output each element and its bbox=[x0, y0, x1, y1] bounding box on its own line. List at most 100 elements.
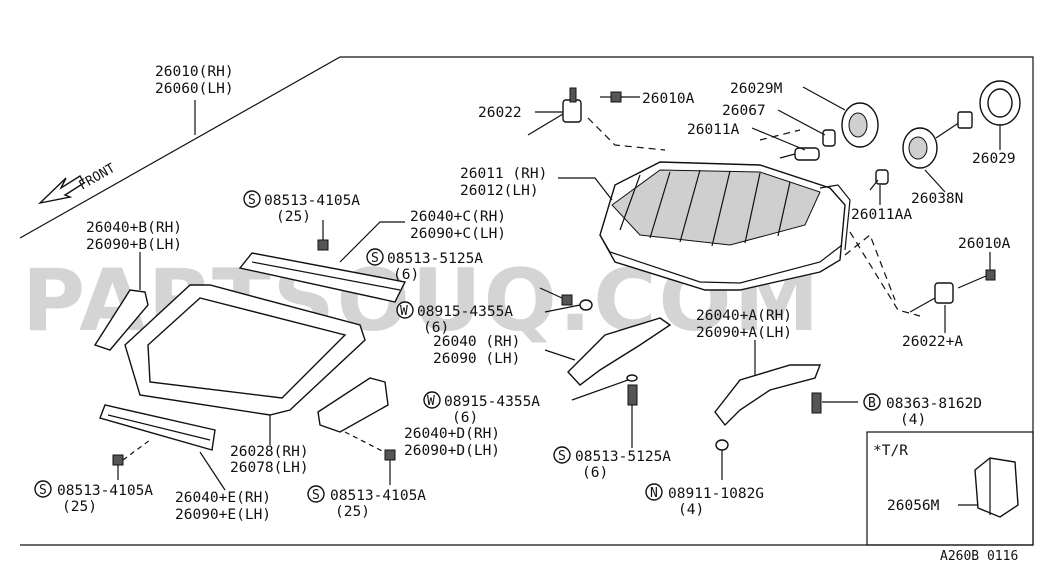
screw-bottom-left bbox=[112, 439, 151, 466]
label-w4355-bot-qty: (6) bbox=[452, 410, 478, 426]
label-26090e: 26090+E(LH) bbox=[175, 507, 271, 523]
label-26056m: 26056M bbox=[887, 498, 940, 514]
label-26029m: 26029M bbox=[730, 81, 783, 97]
guide-line bbox=[344, 431, 391, 456]
bolt-right bbox=[811, 392, 822, 414]
gasket-26028 bbox=[124, 284, 366, 416]
front-label: FRONT bbox=[77, 161, 119, 194]
diagram-code: A260B 0116 bbox=[940, 549, 1018, 564]
bracket-26040a bbox=[714, 364, 822, 427]
leader-26040c bbox=[339, 221, 405, 263]
bulb-26067 bbox=[822, 129, 836, 147]
leader-w4355-top bbox=[544, 304, 581, 313]
strip-26040c bbox=[238, 252, 407, 303]
label-26038n: 26038N bbox=[911, 191, 963, 207]
label-s5125-top: 08513-5125A bbox=[387, 251, 483, 267]
front-arrow-icon bbox=[37, 175, 85, 205]
label-26040: 26040 (RH) bbox=[433, 334, 520, 350]
socket-26038n bbox=[902, 111, 973, 169]
cap-26029 bbox=[979, 80, 1021, 126]
bracket-26040d bbox=[317, 377, 389, 433]
leader-26029m bbox=[802, 86, 846, 111]
bulb-26011aa bbox=[869, 169, 889, 191]
adjuster-26022 bbox=[527, 87, 582, 136]
label-26090b: 26090+B(LH) bbox=[86, 237, 182, 253]
w-mark-letter: W bbox=[427, 394, 435, 409]
label-26010a-right: 26010A bbox=[958, 236, 1011, 252]
screw-26010a bbox=[600, 91, 622, 103]
label-s4105-br-qty: (25) bbox=[335, 504, 370, 520]
s-mark-icon bbox=[243, 190, 261, 208]
s-mark-letter: S bbox=[39, 483, 47, 498]
label-s4105-top: 08513-4105A bbox=[264, 193, 360, 209]
label-b8162-qty: (4) bbox=[900, 412, 926, 428]
guide-line bbox=[759, 129, 801, 141]
label-26040c: 26040+C(RH) bbox=[410, 209, 506, 225]
label-26010a-top: 26010A bbox=[642, 91, 695, 107]
strip-26040e bbox=[99, 404, 216, 451]
leader-26040e bbox=[199, 451, 226, 491]
leader-26011a bbox=[751, 127, 806, 151]
bracket-26040 bbox=[567, 317, 672, 386]
b-mark-letter: B bbox=[868, 396, 876, 411]
label-26040e: 26040+E(RH) bbox=[175, 490, 271, 506]
s-mark-letter: S bbox=[248, 193, 256, 208]
label-26060: 26060(LH) bbox=[155, 81, 234, 97]
screw-center bbox=[561, 294, 593, 311]
label-s4105-bl: 08513-4105A bbox=[57, 483, 153, 499]
label-n1082: 08911-1082G bbox=[668, 486, 764, 502]
label-26090a: 26090+A(LH) bbox=[696, 325, 792, 341]
socket-26029m bbox=[841, 102, 879, 148]
n-mark-icon bbox=[645, 483, 663, 501]
label-s5125-top-qty: (6) bbox=[393, 267, 419, 283]
label-26029: 26029 bbox=[972, 151, 1016, 167]
w-mark-icon bbox=[396, 301, 414, 319]
s-mark-icon bbox=[366, 248, 384, 266]
guide-line bbox=[849, 231, 921, 317]
label-b8162: 08363-8162D bbox=[886, 396, 982, 412]
label-w4355-top: 08915-4355A bbox=[417, 304, 513, 320]
label-26090c: 26090+C(LH) bbox=[410, 226, 506, 242]
s-mark-icon bbox=[553, 446, 571, 464]
label-26040a: 26040+A(RH) bbox=[696, 308, 792, 324]
label-26040d: 26040+D(RH) bbox=[404, 426, 500, 442]
adjuster-26022a bbox=[909, 269, 996, 313]
leader-26067 bbox=[777, 109, 826, 136]
label-26011: 26011 (RH) bbox=[460, 166, 547, 182]
module-26056m bbox=[974, 457, 1019, 518]
label-26067: 26067 bbox=[722, 103, 766, 119]
label-26028: 26028(RH) bbox=[230, 444, 309, 460]
screw-top-left bbox=[317, 239, 329, 251]
headlamp-housing bbox=[599, 161, 851, 291]
nut-bottom bbox=[715, 439, 729, 451]
washer-center bbox=[626, 374, 638, 406]
frame-border bbox=[19, 56, 1034, 546]
label-w4355-top-qty: (6) bbox=[423, 320, 449, 336]
inset-title: *T/R bbox=[873, 443, 908, 459]
guide-line bbox=[587, 117, 666, 151]
inset-box bbox=[866, 431, 1034, 546]
leader-26011 bbox=[558, 177, 613, 201]
label-w4355-bot: 08915-4355A bbox=[444, 394, 540, 410]
w-mark-letter: W bbox=[400, 304, 408, 319]
w-mark-icon bbox=[423, 391, 441, 409]
leader-s5125-top bbox=[539, 287, 563, 299]
label-26078: 26078(LH) bbox=[230, 460, 309, 476]
s-mark-letter: S bbox=[371, 251, 379, 266]
label-26090: 26090 (LH) bbox=[433, 351, 520, 367]
label-26011a: 26011A bbox=[687, 122, 740, 138]
label-s5125-bot: 08513-5125A bbox=[575, 449, 671, 465]
label-26012: 26012(LH) bbox=[460, 183, 539, 199]
n-mark-letter: N bbox=[650, 486, 658, 501]
guide-line bbox=[844, 234, 896, 301]
leader-w4355-bot bbox=[571, 379, 629, 401]
label-26040b: 26040+B(RH) bbox=[86, 220, 182, 236]
label-26010: 26010(RH) bbox=[155, 64, 234, 80]
leader-26038n bbox=[924, 169, 946, 193]
label-26022: 26022 bbox=[478, 105, 522, 121]
screw-bottom-mid bbox=[384, 449, 396, 461]
b-mark-icon bbox=[863, 393, 881, 411]
label-s4105-top-qty: (25) bbox=[276, 209, 311, 225]
